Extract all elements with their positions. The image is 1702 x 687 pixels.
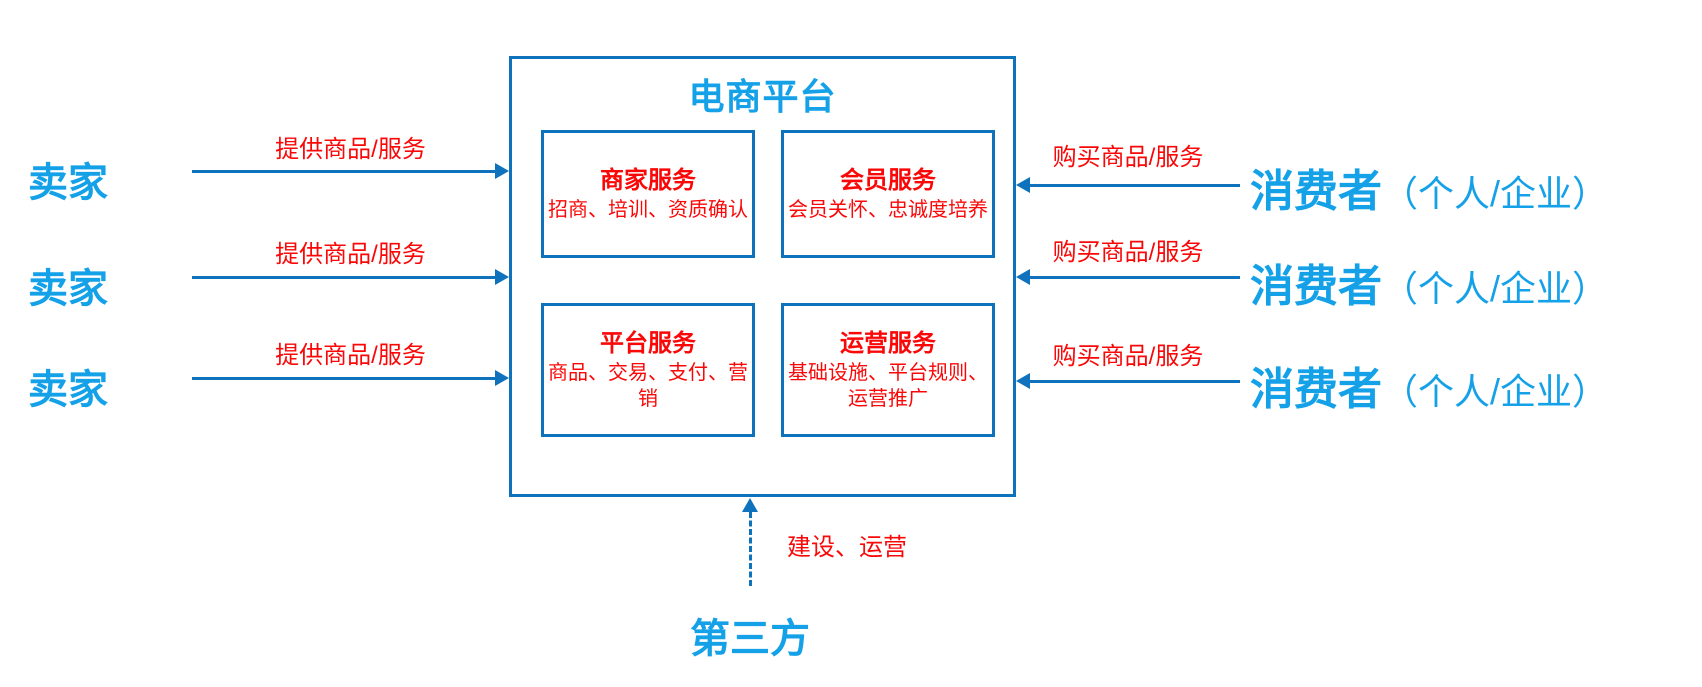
- seller-label-1: 卖家: [28, 161, 108, 205]
- provide-arrow-label-2: 提供商品/服务: [275, 241, 426, 268]
- platform-title: 电商平台: [688, 76, 837, 117]
- service-box-operations: 运营服务 基础设施、平台规则、运营推广: [781, 303, 995, 437]
- seller-arrow-2: [192, 269, 509, 285]
- third-party-label: 第三方: [690, 617, 810, 661]
- consumer-arrow-1: [1016, 177, 1240, 193]
- service-desc-member: 会员关怀、忠诚度培养: [788, 198, 988, 221]
- dashed-line: [748, 512, 752, 586]
- consumer-label-2: 消费者（个人/企业）: [1250, 262, 1608, 314]
- service-desc-platform: 商品、交易、支付、营销: [548, 361, 748, 410]
- consumer-suffix-1: （个人/企业）: [1382, 173, 1609, 214]
- service-desc-operations: 基础设施、平台规则、运营推广: [788, 361, 988, 410]
- consumer-arrow-3: [1016, 373, 1240, 389]
- service-box-member: 会员服务 会员关怀、忠诚度培养: [781, 130, 995, 258]
- buy-arrow-label-3: 购买商品/服务: [1052, 343, 1204, 370]
- seller-label-2: 卖家: [28, 267, 108, 311]
- buy-arrow-label-2: 购买商品/服务: [1052, 239, 1204, 266]
- seller-arrow-3: [192, 370, 509, 386]
- build-operate-label: 建设、运营: [787, 534, 907, 561]
- provide-arrow-label-1: 提供商品/服务: [275, 136, 426, 163]
- consumer-label-3: 消费者（个人/企业）: [1250, 365, 1608, 417]
- service-title-operations: 运营服务: [840, 329, 936, 357]
- provide-arrow-label-3: 提供商品/服务: [275, 342, 426, 369]
- consumer-suffix-3: （个人/企业）: [1382, 371, 1609, 412]
- consumer-name-1: 消费者: [1250, 167, 1382, 216]
- consumer-label-1: 消费者（个人/企业）: [1250, 167, 1608, 219]
- service-title-merchant: 商家服务: [600, 166, 696, 194]
- consumer-name-2: 消费者: [1250, 262, 1382, 311]
- seller-label-3: 卖家: [28, 368, 108, 412]
- seller-arrow-1: [192, 163, 509, 179]
- service-desc-merchant: 招商、培训、资质确认: [548, 198, 748, 221]
- platform-box: 电商平台 商家服务 招商、培训、资质确认 会员服务 会员关怀、忠诚度培养 平台服…: [509, 56, 1016, 497]
- service-title-member: 会员服务: [840, 166, 936, 194]
- service-title-platform: 平台服务: [600, 329, 696, 357]
- consumer-name-3: 消费者: [1250, 365, 1382, 414]
- arrow-up-icon: [742, 498, 758, 512]
- buy-arrow-label-1: 购买商品/服务: [1052, 144, 1204, 171]
- consumer-suffix-2: （个人/企业）: [1382, 268, 1609, 309]
- service-box-platform: 平台服务 商品、交易、支付、营销: [541, 303, 755, 437]
- service-box-merchant: 商家服务 招商、培训、资质确认: [541, 130, 755, 258]
- consumer-arrow-2: [1016, 269, 1240, 285]
- third-party-arrow: [741, 498, 759, 586]
